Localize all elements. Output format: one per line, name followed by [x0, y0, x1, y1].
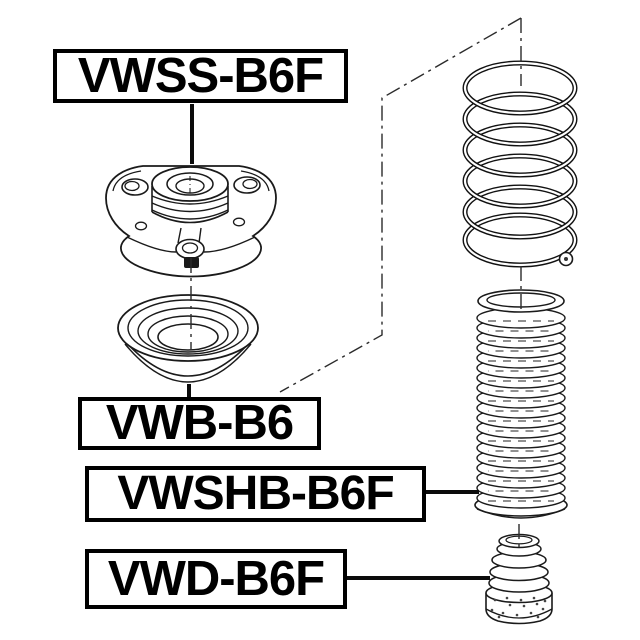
part-label-boot: VWSHB-B6F: [85, 466, 426, 522]
part-label-bearing: VWB-B6: [78, 397, 321, 450]
bump-stop-drawing: [485, 533, 553, 625]
coil-spring-drawing: [462, 60, 578, 268]
leader-lines: [187, 104, 490, 580]
bump-stop-dot-texture: [490, 596, 547, 619]
suspension-bearing-drawing: [117, 294, 259, 383]
shock-absorber-boot-drawing: [474, 307, 568, 519]
part-label-bump-stop: VWD-B6F: [85, 549, 347, 609]
assembly-axis-lines: [190, 17, 522, 552]
part-label-strut-support: VWSS-B6F: [53, 49, 348, 103]
coil-spring-end-tip: [558, 251, 574, 267]
strut-mount-drawing: [105, 165, 277, 278]
boot-rib-texture: [488, 320, 554, 502]
